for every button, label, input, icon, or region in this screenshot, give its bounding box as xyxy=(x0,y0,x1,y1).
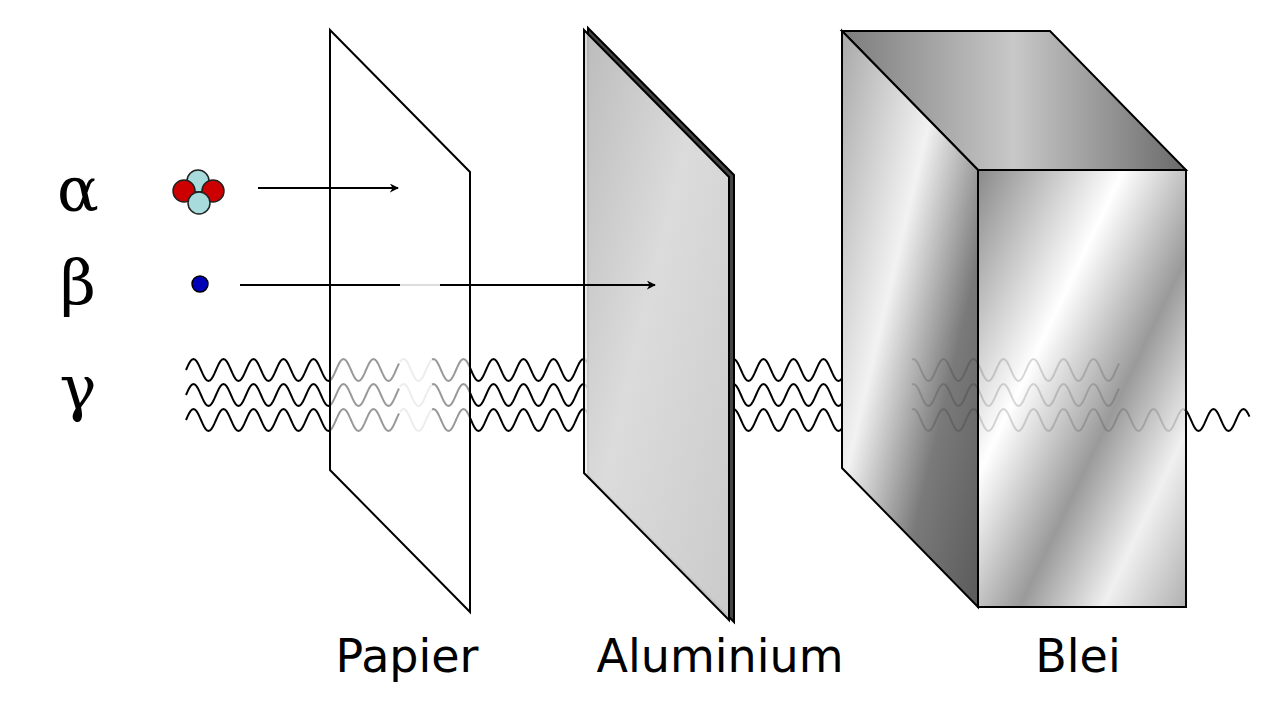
alpha-arrow xyxy=(258,187,398,189)
paper-sheet xyxy=(330,30,470,612)
material-label: Papier xyxy=(335,633,478,679)
material-label: Aluminium xyxy=(597,633,844,679)
aluminium-sheet xyxy=(584,30,729,620)
lead-front xyxy=(978,170,1186,607)
beta-arrow xyxy=(440,284,655,286)
beta-arrow xyxy=(240,284,400,286)
gamma-wave xyxy=(1185,409,1250,431)
gamma-waves xyxy=(186,359,912,431)
gamma-symbol: γ xyxy=(59,357,96,419)
alpha-particle xyxy=(173,170,224,214)
gamma-waves xyxy=(912,359,1250,431)
alpha-symbol: α xyxy=(57,159,99,221)
material-label: Blei xyxy=(1035,633,1120,679)
beta-symbol: β xyxy=(60,252,96,314)
gamma-wave xyxy=(912,409,1185,431)
lead-side xyxy=(842,31,978,607)
beta-particle xyxy=(192,276,208,292)
beta-arrow xyxy=(400,284,440,286)
gamma-wave xyxy=(912,359,1119,381)
gamma-wave xyxy=(912,384,1119,406)
